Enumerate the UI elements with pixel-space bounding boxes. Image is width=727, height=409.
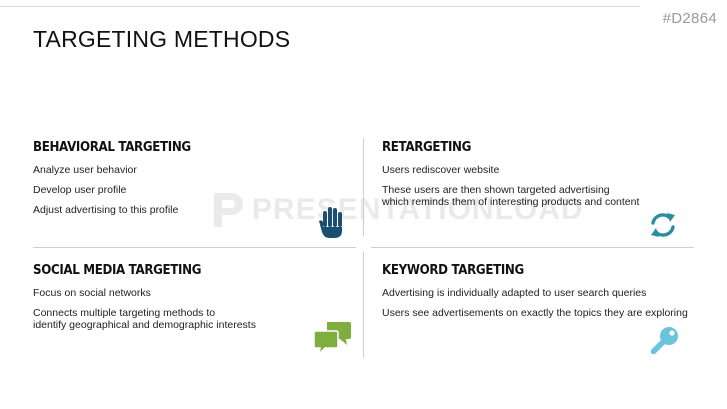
quadrant-heading: BEHAVIORAL TARGETING [33,139,191,155]
divider-horizontal-right [371,247,694,248]
quadrant-line: Focus on social networks [33,287,151,299]
quadrant-line: Analyze user behavior [33,164,137,176]
quadrant-line: which reminds them of interesting produc… [382,196,640,208]
chat-bubbles-icon [314,322,351,355]
quadrant-line: identify geographical and demographic in… [33,319,256,331]
quadrant-line: Adjust advertising to this profile [33,204,179,216]
top-rule [0,6,640,7]
quadrant-keyword-targeting: KEYWORD TARGETING Advertising is individ… [382,262,712,327]
slide-title: TARGETING METHODS [33,26,291,52]
quadrant-line: Users see advertisements on exactly the … [382,307,688,319]
divider-vertical-top [363,138,364,236]
quadrant-line: Advertising is individually adapted to u… [382,287,647,299]
quadrant-line: These users are then shown targeted adve… [382,184,610,196]
quadrant-line: Connects multiple targeting methods to [33,307,216,319]
quadrant-heading: KEYWORD TARGETING [382,262,524,278]
quadrant-heading: RETARGETING [382,139,472,155]
quadrant-line: Develop user profile [33,184,127,196]
divider-horizontal-left [33,247,356,248]
slide-code: #D2864 [662,10,717,27]
quadrant-social-media-targeting: SOCIAL MEDIA TARGETING Focus on social n… [33,262,353,339]
key-icon [651,327,678,354]
quadrant-heading: SOCIAL MEDIA TARGETING [33,262,202,278]
quadrant-behavioral-targeting: BEHAVIORAL TARGETING Analyze user behavi… [33,139,353,224]
divider-vertical-bottom [363,252,364,358]
quadrant-line: Users rediscover website [382,164,500,176]
hand-icon [319,207,342,238]
refresh-icon [651,213,675,237]
quadrant-retargeting: RETARGETING Users rediscover website The… [382,139,712,216]
